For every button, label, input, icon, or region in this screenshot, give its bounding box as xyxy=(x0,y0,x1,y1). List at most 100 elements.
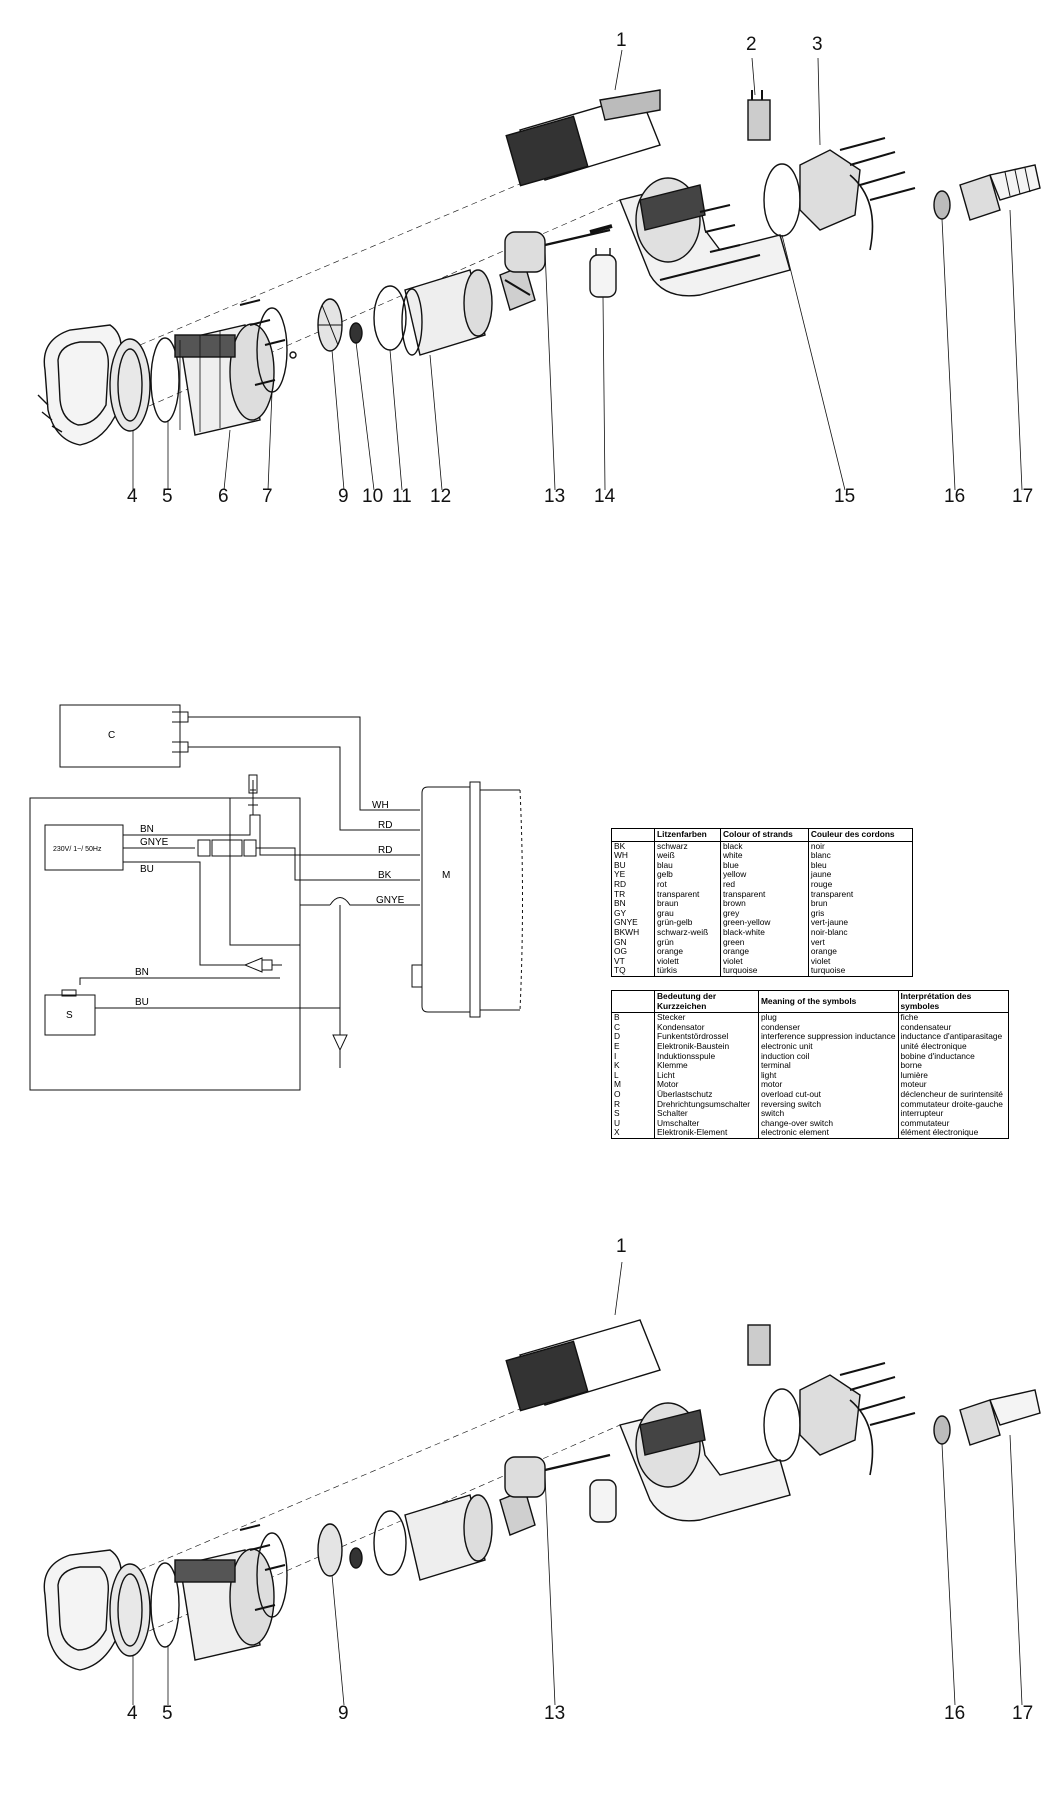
colour-table-cell: orange xyxy=(719,947,809,957)
colour-table-cell: grün xyxy=(654,937,721,948)
colour-table-cell: green xyxy=(719,937,809,948)
symbol-table-cell: D xyxy=(614,1031,621,1042)
callout-9-top: 9 xyxy=(338,486,349,507)
wire-label-gnye-motor: GNYE xyxy=(376,895,405,906)
colour-table-cell: weiß xyxy=(654,851,721,861)
callout-17-bottom: 17 xyxy=(1012,1703,1034,1724)
colour-table-cell: white xyxy=(719,851,809,861)
wire-label-rd-1: RD xyxy=(378,820,392,831)
symbol-table-cell: Umschalter xyxy=(654,1118,759,1129)
callout-10-top: 10 xyxy=(362,486,384,507)
callout-12-top: 12 xyxy=(430,486,452,507)
colour-table-cell: GY xyxy=(614,907,627,918)
colour-table-cell: rot xyxy=(654,879,721,890)
supply-box xyxy=(44,824,124,871)
symbol-table-cell: Motor xyxy=(654,1080,759,1090)
colour-table-cell: türkis xyxy=(654,966,721,976)
colour-table-cell: violet xyxy=(807,956,912,967)
colour-table-cell: violet xyxy=(719,956,809,967)
wire-label-bn-supply: BN xyxy=(140,824,154,835)
callout-13-bottom: 13 xyxy=(544,1703,566,1724)
colour-table-cell: black-white xyxy=(719,927,809,938)
symbol-table-cell: Licht xyxy=(654,1070,759,1081)
symbol-table-cell: change-over switch xyxy=(757,1118,898,1129)
colour-table-cell: rouge xyxy=(807,879,912,890)
symbol-table-cell: electronic unit xyxy=(757,1041,898,1052)
symbol-table-cell: X xyxy=(614,1127,620,1138)
colour-table-cell: yellow xyxy=(719,870,809,880)
wire-label-bn-switch: BN xyxy=(135,967,149,978)
capacitor-label: C xyxy=(108,730,115,741)
callout-2-top: 2 xyxy=(746,34,757,55)
symbol-table-header: Interprétation des symboles xyxy=(897,991,1008,1014)
symbol-table-cell: déclencheur de surintensité xyxy=(897,1089,1008,1100)
switch-box xyxy=(44,994,96,1036)
colour-table-cell: grün-gelb xyxy=(654,918,721,928)
colour-table-cell: GNYE xyxy=(614,917,638,928)
colour-table-cell: gris xyxy=(807,908,912,919)
symbol-table-cell: O xyxy=(614,1088,621,1099)
colour-table-cell: noir xyxy=(807,841,912,852)
symbol-table-cell: R xyxy=(614,1098,621,1109)
colour-table-cell: BK xyxy=(614,840,626,851)
symbol-table-cell: unité électronique xyxy=(897,1041,1008,1052)
colour-table-cell: OG xyxy=(614,946,628,957)
colour-table-cell: RD xyxy=(614,878,627,889)
colour-table-cell: gelb xyxy=(654,870,721,880)
colour-table-cell: WH xyxy=(614,850,628,861)
symbol-table-cell: L xyxy=(614,1069,619,1080)
symbol-table-header: Meaning of the symbols xyxy=(757,991,898,1014)
callout-1-top: 1 xyxy=(616,30,627,51)
callout-1-bottom: 1 xyxy=(616,1236,627,1257)
symbol-table-cell: moteur xyxy=(897,1080,1008,1090)
symbol-table-cell: interference suppression inductance xyxy=(757,1032,898,1042)
symbol-table-cell: I xyxy=(614,1050,617,1061)
colour-table-header: Couleur des cordons xyxy=(807,829,912,842)
colour-table-cell: TR xyxy=(614,888,626,899)
symbol-table-cell: Stecker xyxy=(654,1012,759,1023)
callout-9-bottom: 9 xyxy=(338,1703,349,1724)
symbol-table-cell: commutateur droite-gauche xyxy=(897,1099,1008,1110)
callout-5-bottom: 5 xyxy=(162,1703,173,1724)
symbol-table-cell: condensateur xyxy=(897,1022,1008,1033)
colour-table-cell: jaune xyxy=(807,870,912,880)
symbol-table-cell: fiche xyxy=(897,1012,1008,1023)
colour-table-cell: grey xyxy=(719,908,809,919)
symbol-table-cell: reversing switch xyxy=(757,1099,898,1110)
wire-label-wh: WH xyxy=(372,800,389,811)
colour-table-header: Litzenfarben xyxy=(654,829,721,842)
callout-4-bottom: 4 xyxy=(127,1703,138,1724)
colour-table-cell: orange xyxy=(807,947,912,957)
colour-table-cell: GN xyxy=(614,936,627,947)
symbol-table-cell: Elektronik-Element xyxy=(654,1128,759,1138)
symbol-table-cell: inductance d'antiparasitage xyxy=(897,1032,1008,1042)
callout-5-top: 5 xyxy=(162,486,173,507)
callout-16-top: 16 xyxy=(944,486,966,507)
colour-table-header: Colour of strands xyxy=(719,829,809,842)
callout-13-top: 13 xyxy=(544,486,566,507)
colour-table-cell: schwarz xyxy=(654,841,721,852)
symbol-table-cell: Funkentstördrossel xyxy=(654,1032,759,1042)
wire-label-bu-supply: BU xyxy=(140,864,154,875)
supply-label: 230V/ 1~/ 50Hz xyxy=(53,846,102,853)
colour-table-cell: vert xyxy=(807,937,912,948)
colour-table-cell: orange xyxy=(654,947,721,957)
